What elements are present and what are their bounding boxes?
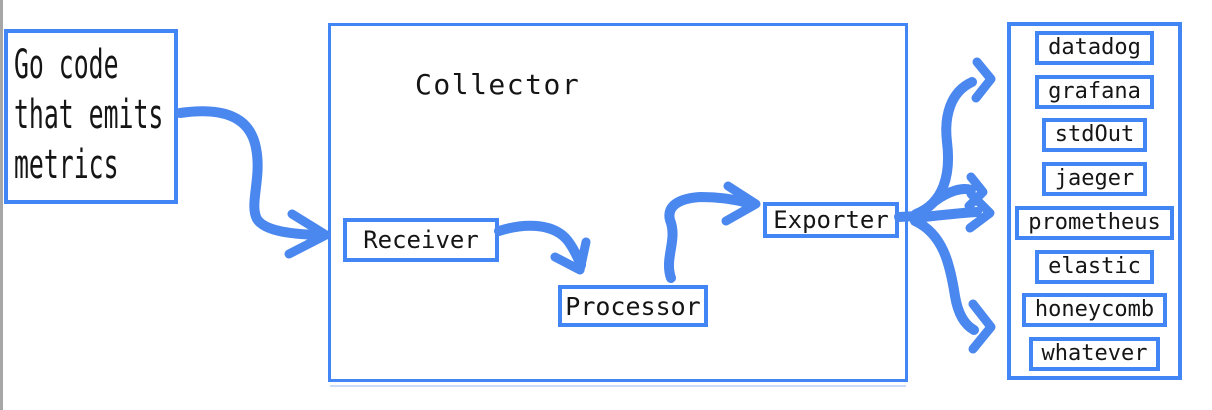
source-text-line: metrics — [14, 142, 119, 188]
processor-node: Processor — [558, 285, 708, 327]
exporter-node-label: Exporter — [773, 206, 889, 234]
exporter-node: Exporter — [763, 202, 899, 238]
scrollbar-track[interactable] — [0, 0, 3, 410]
collector-shadow-line — [330, 385, 906, 387]
receiver-node: Receiver — [343, 218, 499, 262]
source-text-line: Go code — [14, 42, 119, 88]
backends-container: datadog grafana stdOut jaeger prometheus… — [1007, 22, 1182, 380]
backend-node-elastic: elastic — [1035, 249, 1154, 284]
backend-node-jaeger: jaeger — [1041, 162, 1148, 197]
source-node: Go code that emits metrics — [4, 29, 178, 204]
receiver-node-label: Receiver — [363, 226, 479, 254]
collector-title: Collector — [415, 68, 581, 101]
backend-node-datadog: datadog — [1035, 30, 1154, 65]
backend-node-stdout: stdOut — [1041, 118, 1148, 153]
backend-node-prometheus: prometheus — [1015, 205, 1174, 240]
source-text-line: that emits — [14, 92, 164, 138]
backend-node-whatever: whatever — [1028, 337, 1161, 372]
backend-node-honeycomb: honeycomb — [1021, 293, 1168, 328]
source-to-collector-arrow — [175, 106, 331, 259]
backend-node-grafana: grafana — [1035, 74, 1154, 109]
source-node-label: Go code that emits metrics — [14, 40, 181, 190]
processor-node-label: Processor — [565, 291, 701, 321]
exporter-fanout-arrows — [894, 57, 996, 354]
